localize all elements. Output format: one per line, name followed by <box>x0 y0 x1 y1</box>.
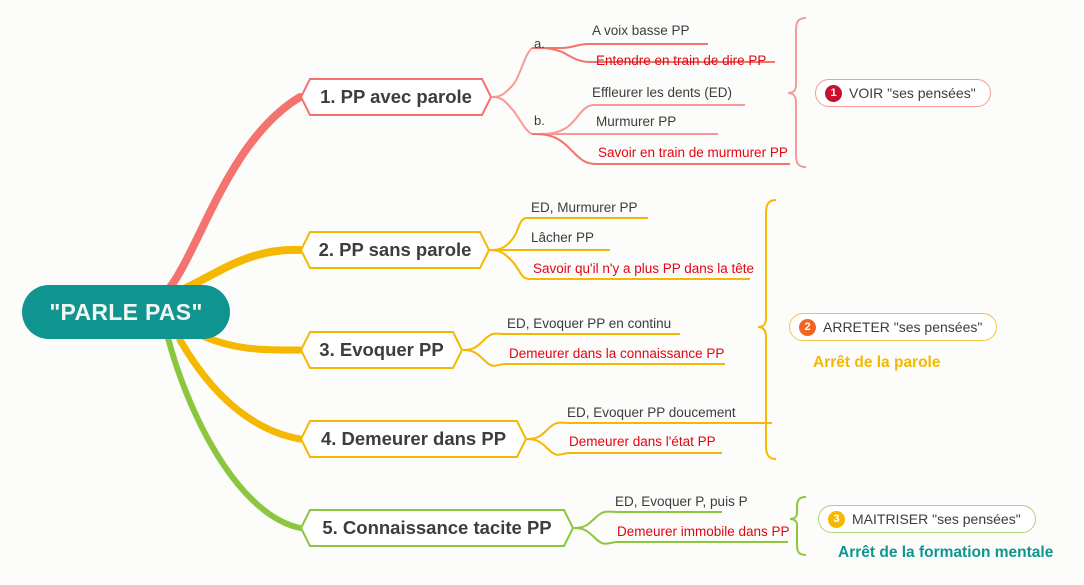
leaf-b1-a-2[interactable]: Entendre en train de dire PP <box>596 53 767 68</box>
group-marker-b: b. <box>534 113 545 128</box>
callout-2[interactable]: 2 ARRETER "ses pensées" <box>789 313 998 341</box>
callout-1[interactable]: 1 VOIR "ses pensées" <box>815 79 991 107</box>
branch-node-4[interactable]: 4. Demeurer dans PP <box>300 420 527 458</box>
callout-3-label: MAITRISER "ses pensées" <box>852 511 1021 527</box>
leaf-b5-1[interactable]: ED, Evoquer P, puis P <box>615 494 748 509</box>
leaf-b3-1[interactable]: ED, Evoquer PP en continu <box>507 316 672 331</box>
callout-3[interactable]: 3 MAITRISER "ses pensées" <box>818 505 1036 533</box>
leaf-b4-2[interactable]: Demeurer dans l'état PP <box>569 434 716 449</box>
branch-node-3[interactable]: 3. Evoquer PP <box>300 331 463 369</box>
callout-3-badge: 3 <box>828 510 845 528</box>
leaf-b1-a-1[interactable]: A voix basse PP <box>592 23 690 38</box>
branch-node-5[interactable]: 5. Connaissance tacite PP <box>300 509 574 547</box>
group-marker-a: a. <box>534 36 545 51</box>
branch-node-1[interactable]: 1. PP avec parole <box>300 78 492 116</box>
summary-2: Arrêt de la parole <box>813 354 941 371</box>
leaf-b2-2[interactable]: Lâcher PP <box>531 230 595 245</box>
branch-2-label: 2. PP sans parole <box>318 239 472 260</box>
branch-node-2[interactable]: 2. PP sans parole <box>300 231 490 269</box>
summary-3: Arrêt de la formation mentale <box>838 544 1054 561</box>
central-topic[interactable]: "PARLE PAS" <box>22 285 230 339</box>
central-topic-label: "PARLE PAS" <box>49 298 203 325</box>
branch-4-label: 4. Demeurer dans PP <box>320 428 507 449</box>
leaf-b1-b-1[interactable]: Effleurer les dents (ED) <box>592 85 733 100</box>
callout-2-badge: 2 <box>799 318 816 336</box>
leaf-b2-3[interactable]: Savoir qu'il n'y a plus PP dans la tête <box>533 261 755 276</box>
branch-1-label: 1. PP avec parole <box>320 86 472 107</box>
callout-1-label: VOIR "ses pensées" <box>849 85 976 101</box>
callout-2-label: ARRETER "ses pensées" <box>823 319 983 335</box>
callout-1-badge: 1 <box>825 84 842 102</box>
leaf-b4-1[interactable]: ED, Evoquer PP doucement <box>567 405 736 420</box>
branch-3-label: 3. Evoquer PP <box>319 339 444 360</box>
leaf-b5-2[interactable]: Demeurer immobile dans PP <box>617 524 790 539</box>
leaf-b2-1[interactable]: ED, Murmurer PP <box>531 200 638 215</box>
leaf-b1-b-2[interactable]: Murmurer PP <box>596 114 677 129</box>
leaf-b3-2[interactable]: Demeurer dans la connaissance PP <box>509 346 725 361</box>
branch-5-label: 5. Connaissance tacite PP <box>322 517 552 538</box>
leaf-b1-b-3[interactable]: Savoir en train de murmurer PP <box>598 145 788 160</box>
